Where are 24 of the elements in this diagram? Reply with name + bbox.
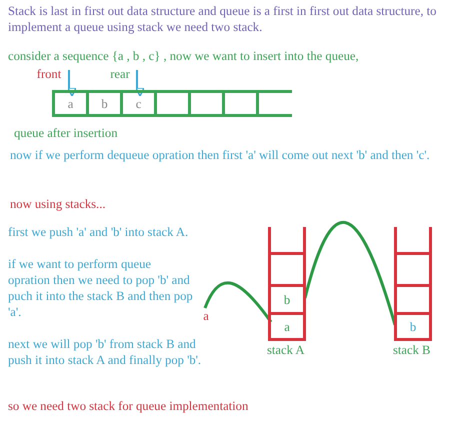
item-label: a <box>200 308 212 324</box>
pointer-label: front <box>32 66 66 82</box>
move-curve <box>304 221 396 326</box>
note-text: now if we perform dequeue opration then first 'a' will come out next 'b' and then 'c'. <box>10 147 431 163</box>
move-curve <box>204 282 272 323</box>
pointer-arrow <box>135 69 145 97</box>
caption-text: stack B <box>393 342 430 358</box>
stack-cell: b <box>397 312 429 338</box>
queue-cell: b <box>86 93 120 114</box>
note-text: consider a sequence {a , b , c} , now we want to insert into the queue, <box>8 48 360 64</box>
caption-text: stack A <box>267 342 304 358</box>
note-text: now using stacks... <box>10 196 106 212</box>
caption-text: queue after insertion <box>14 125 118 141</box>
queue-cell: a <box>52 93 86 114</box>
note-text: so we need two stack for queue implementation <box>8 398 250 414</box>
note-text: if we want to perform queue opration then we need to pop 'b' and puch it into the stack B and then pop 'a'. <box>8 256 194 320</box>
note-text: next we will pop 'b' from stack B and push it into stack A and finally pop 'b'. <box>8 336 202 368</box>
pointer-arrow <box>67 69 77 97</box>
pointer-label: rear <box>106 66 134 82</box>
queue-cell: c <box>120 93 154 114</box>
note-text: first we push 'a' and 'b' into stack A. <box>8 224 190 240</box>
stack-cell: b <box>271 284 303 312</box>
note-text: Stack is last in first out data structure and queue is a first in first out data structure, to implement a queue using stack we need two stack. <box>8 3 438 35</box>
stack-cell: a <box>271 312 303 338</box>
